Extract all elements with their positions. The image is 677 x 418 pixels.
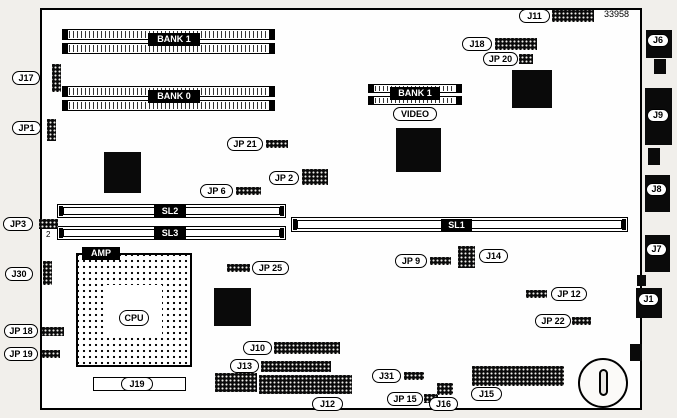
jp18-header: [42, 327, 64, 336]
label-j15: J15: [471, 387, 502, 401]
j31-header: [404, 372, 424, 380]
ic-chip: [104, 152, 141, 193]
bank0-label: BANK 0: [148, 90, 200, 103]
label-jp25: JP 25: [252, 261, 289, 275]
j10-header: [274, 342, 340, 354]
j13-header: [261, 361, 331, 372]
label-j6: J6: [647, 34, 669, 47]
battery-clip: [599, 369, 608, 396]
jp6-header: [236, 187, 261, 195]
sl2-label: SL2: [154, 205, 186, 217]
label-j14: J14: [479, 249, 508, 263]
edge-connector: [648, 148, 660, 165]
label-j8: J8: [646, 183, 667, 196]
edge-connector: [637, 275, 646, 286]
jp19-header: [42, 350, 60, 358]
jp2-header: [302, 169, 328, 185]
jp21-header: [266, 140, 288, 148]
label-jp3: JP3: [3, 217, 33, 231]
slot-endcap: [280, 228, 284, 238]
header-block: [215, 373, 257, 392]
j30-header: [43, 261, 52, 285]
pin-2-marker: 2: [46, 230, 51, 239]
jp12-header: [526, 290, 547, 298]
slot-endcap: [293, 219, 297, 230]
j18-header: [495, 38, 537, 50]
label-j9: J9: [647, 109, 669, 122]
label-jp9: JP 9: [395, 254, 427, 268]
label-jp20: JP 20: [483, 52, 518, 66]
label-j18: J18: [462, 37, 492, 51]
jp22-header: [572, 317, 591, 325]
label-j16: J16: [429, 397, 458, 411]
ic-chip: [214, 288, 251, 326]
label-jp22: JP 22: [535, 314, 571, 328]
ic-chip: [512, 70, 552, 108]
label-j12: J12: [312, 397, 343, 411]
bank1-label: BANK 1: [148, 33, 200, 46]
label-j13: J13: [230, 359, 259, 373]
j16-header: [437, 383, 453, 395]
label-j31: J31: [372, 369, 401, 383]
sl1-label: SL1: [441, 219, 472, 231]
label-jp15: JP 15: [387, 392, 423, 406]
j12-header: [259, 375, 352, 394]
slot-endcap: [59, 206, 63, 216]
label-jp2: JP 2: [269, 171, 299, 185]
part-number: 33958: [604, 9, 630, 19]
j17-header: [52, 64, 61, 92]
j11-header: [552, 10, 594, 22]
label-jp19: JP 19: [4, 347, 38, 361]
label-jp6: JP 6: [200, 184, 233, 198]
label-video: VIDEO: [393, 107, 437, 121]
battery: [578, 358, 628, 408]
label-j17: J17: [12, 71, 40, 85]
label-jp18: JP 18: [4, 324, 38, 338]
label-j30: J30: [5, 267, 33, 281]
label-j10: J10: [243, 341, 272, 355]
j14-header: [458, 246, 475, 268]
jp20-header: [519, 54, 533, 64]
edge-connector: [654, 59, 666, 74]
edge-connector: [630, 344, 642, 361]
slot-endcap: [280, 206, 284, 216]
label-j19: J19: [121, 377, 153, 391]
slot-endcap: [622, 219, 626, 230]
j15-header: [472, 366, 564, 386]
label-jp21: JP 21: [227, 137, 263, 151]
video-bank1-label: BANK 1: [390, 87, 440, 100]
jp1-header: [47, 119, 56, 141]
amp-label: AMP: [82, 247, 120, 260]
label-jp1: JP1: [12, 121, 41, 135]
sl3-label: SL3: [154, 227, 186, 239]
label-j7: J7: [646, 243, 667, 256]
label-jp12: JP 12: [551, 287, 587, 301]
label-j11: J11: [519, 9, 550, 23]
slot-endcap: [59, 228, 63, 238]
label-j1: J1: [638, 293, 659, 306]
jp9-header: [430, 257, 451, 265]
video-controller-chip: [396, 128, 441, 172]
jp3-header: [39, 219, 58, 229]
label-cpu: CPU: [119, 310, 149, 326]
jp25-header: [227, 264, 250, 272]
